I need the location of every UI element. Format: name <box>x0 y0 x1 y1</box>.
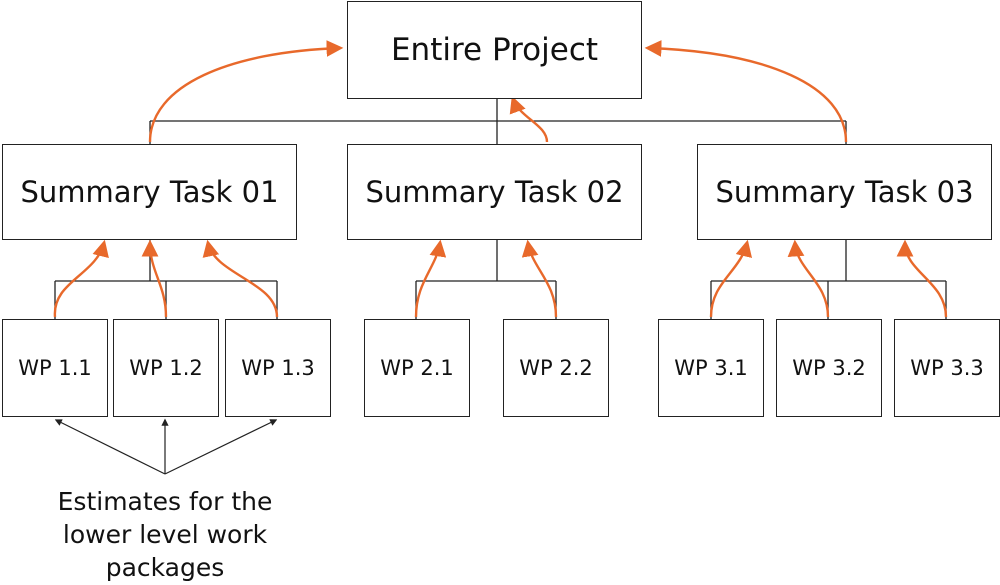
wp-3-2-node: WP 3.2 <box>776 319 882 417</box>
rollup-arrow-wp12 <box>141 239 168 318</box>
rollup-arrows <box>53 40 948 318</box>
rollup-arrow-wp32 <box>787 239 830 318</box>
annotation-arrow-wp11 <box>54 419 166 475</box>
wp-1-2-label: WP 1.2 <box>129 356 203 380</box>
wp-1-2-node: WP 1.2 <box>113 319 219 417</box>
rollup-arrow-st01-to-root <box>148 40 344 143</box>
entire-project-node: Entire Project <box>347 1 642 99</box>
rollup-arrow-wp31 <box>709 239 752 318</box>
annotation-arrow-wp13 <box>164 419 278 475</box>
entire-project-label: Entire Project <box>390 32 599 68</box>
summary-task-01-label: Summary Task 01 <box>20 175 279 209</box>
wp-1-1-label: WP 1.1 <box>18 356 92 380</box>
rollup-arrow-wp22 <box>521 239 558 318</box>
wp-3-1-label: WP 3.1 <box>674 356 748 380</box>
wp-1-1-node: WP 1.1 <box>2 319 108 417</box>
summary-task-02-label: Summary Task 02 <box>365 175 624 209</box>
wp-3-2-label: WP 3.2 <box>792 356 866 380</box>
estimates-annotation: Estimates for the lower level work packa… <box>57 487 273 582</box>
summary-task-03-label: Summary Task 03 <box>715 175 974 209</box>
summary-task-01-node: Summary Task 01 <box>2 144 297 240</box>
rollup-arrow-wp11 <box>53 239 109 318</box>
wp-1-3-node: WP 1.3 <box>225 319 331 417</box>
rollup-arrow-st02-to-root <box>509 95 549 143</box>
wp-2-2-label: WP 2.2 <box>519 356 593 380</box>
rollup-arrow-st03-to-root <box>644 40 848 143</box>
wp-3-3-node: WP 3.3 <box>894 319 1000 417</box>
wp-3-3-label: WP 3.3 <box>910 356 984 380</box>
rollup-arrow-wp13 <box>202 239 279 318</box>
summary-task-02-node: Summary Task 02 <box>347 144 642 240</box>
rollup-arrow-wp33 <box>896 239 948 318</box>
annotation-arrows <box>54 418 278 475</box>
wp-2-1-node: WP 2.1 <box>364 319 470 417</box>
wp-3-1-node: WP 3.1 <box>658 319 764 417</box>
rollup-arrow-wp21 <box>414 239 447 318</box>
wp-2-2-node: WP 2.2 <box>503 319 609 417</box>
summary-task-03-node: Summary Task 03 <box>697 144 992 240</box>
wp-2-1-label: WP 2.1 <box>380 356 454 380</box>
wp-1-3-label: WP 1.3 <box>241 356 315 380</box>
